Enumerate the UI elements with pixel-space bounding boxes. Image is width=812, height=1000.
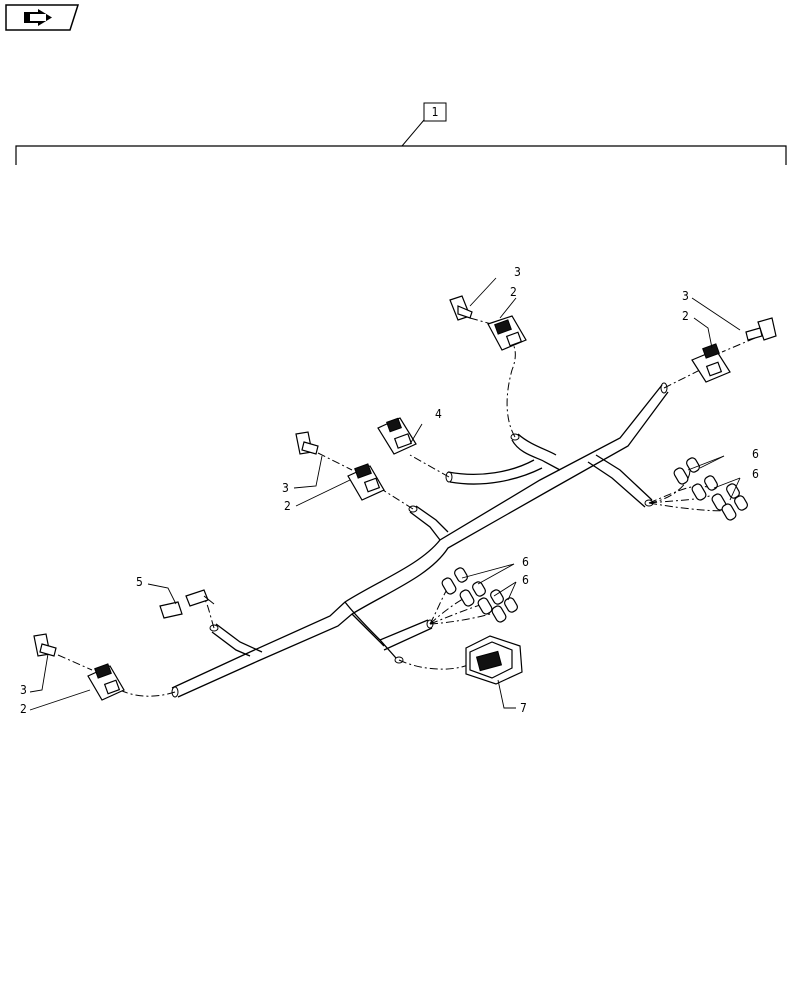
connector-part-2-left [347, 463, 385, 501]
next-page-arrow-icon[interactable] [5, 4, 80, 31]
callout-leaders [29, 277, 741, 711]
terminal-part-5 [159, 589, 215, 619]
plug-part-3-bottom [33, 633, 57, 657]
callout-labels: 3 2 3 2 4 3 2 6 6 5 6 6 3 2 7 [20, 265, 759, 716]
connector-part-2-right [691, 343, 731, 383]
housing-part-7 [465, 635, 523, 685]
assembly-ref-label: 1 [432, 105, 439, 119]
lead-lines [57, 317, 756, 697]
callout-3-top: 3 [514, 265, 521, 279]
callout-5: 5 [136, 575, 143, 589]
callout-2-left: 2 [284, 499, 291, 513]
plug-part-3-right [745, 317, 777, 341]
callout-3-bottom: 3 [20, 683, 27, 697]
callout-3-left: 3 [282, 481, 289, 495]
connector-part-4 [377, 417, 417, 455]
seal-part-6-middle-group [441, 567, 518, 623]
harness-trunk [171, 382, 669, 698]
plug-part-3-left [295, 431, 319, 455]
callout-2-top: 2 [510, 285, 517, 299]
assembly-bracket: 1 [15, 102, 787, 165]
callout-2-right: 2 [682, 309, 689, 323]
callout-6-right-upper: 6 [752, 447, 759, 461]
callout-6-middle-lower: 6 [522, 573, 529, 587]
callout-4: 4 [435, 407, 442, 421]
connector-part-2-top [487, 315, 527, 351]
callout-6-middle-upper: 6 [522, 555, 529, 569]
seal-part-6-right-group [673, 457, 748, 521]
callout-3-right: 3 [682, 289, 689, 303]
callout-2-bottom: 2 [20, 702, 27, 716]
connector-part-2-bottom [87, 663, 125, 701]
callout-6-right-lower: 6 [752, 467, 759, 481]
plug-part-3-top [449, 295, 473, 321]
callout-7: 7 [520, 701, 527, 715]
